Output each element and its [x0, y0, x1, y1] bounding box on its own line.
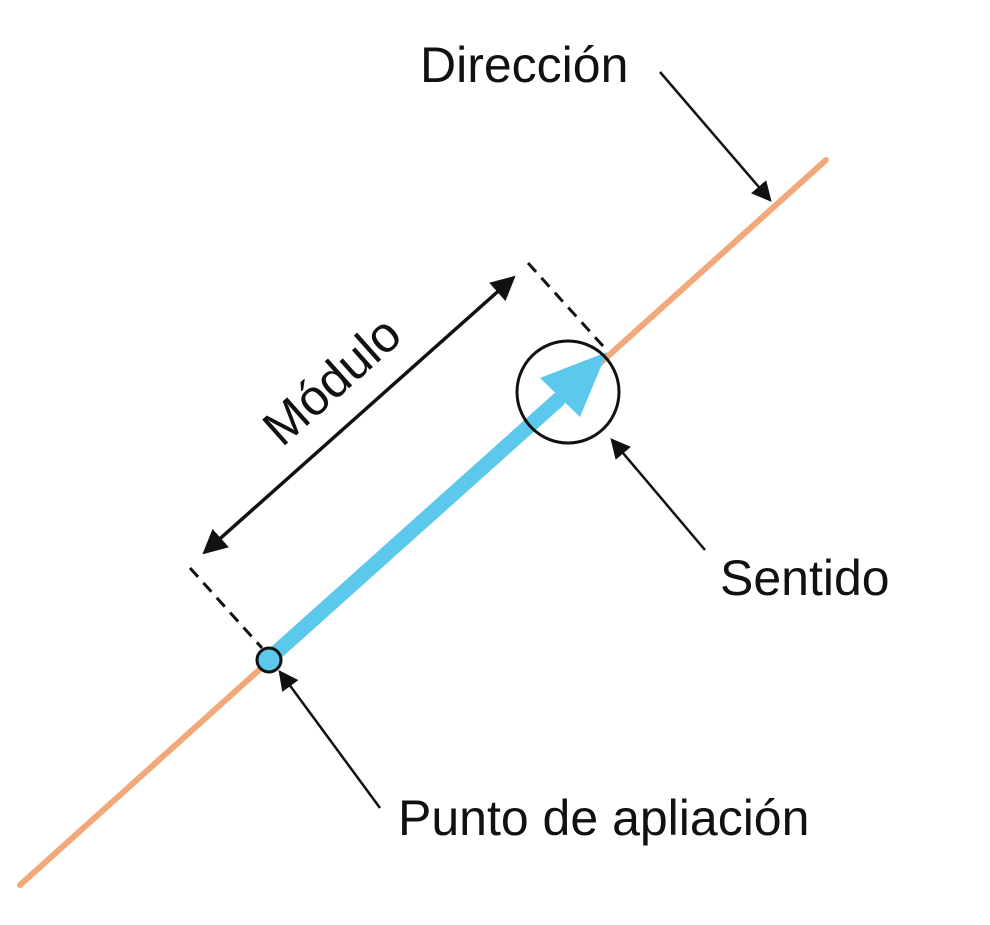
sense-pointer-arrow [610, 438, 706, 551]
direction-pointer-arrow [659, 71, 772, 202]
sense-label: Sentido [720, 550, 890, 606]
application-point-pointer-arrow [278, 669, 382, 809]
sense-circle [515, 339, 621, 445]
application-point-label: Punto de apliación [398, 790, 809, 846]
force-vector-shaft [262, 392, 566, 666]
application-point-marker [255, 646, 283, 674]
direction-label: Dirección [420, 37, 628, 93]
magnitude-label: Módulo [252, 305, 412, 456]
magnitude-extension-start [188, 566, 264, 650]
magnitude-extension-end [526, 261, 605, 348]
force-vector-head [540, 352, 607, 417]
magnitude-double-arrow [202, 275, 516, 555]
